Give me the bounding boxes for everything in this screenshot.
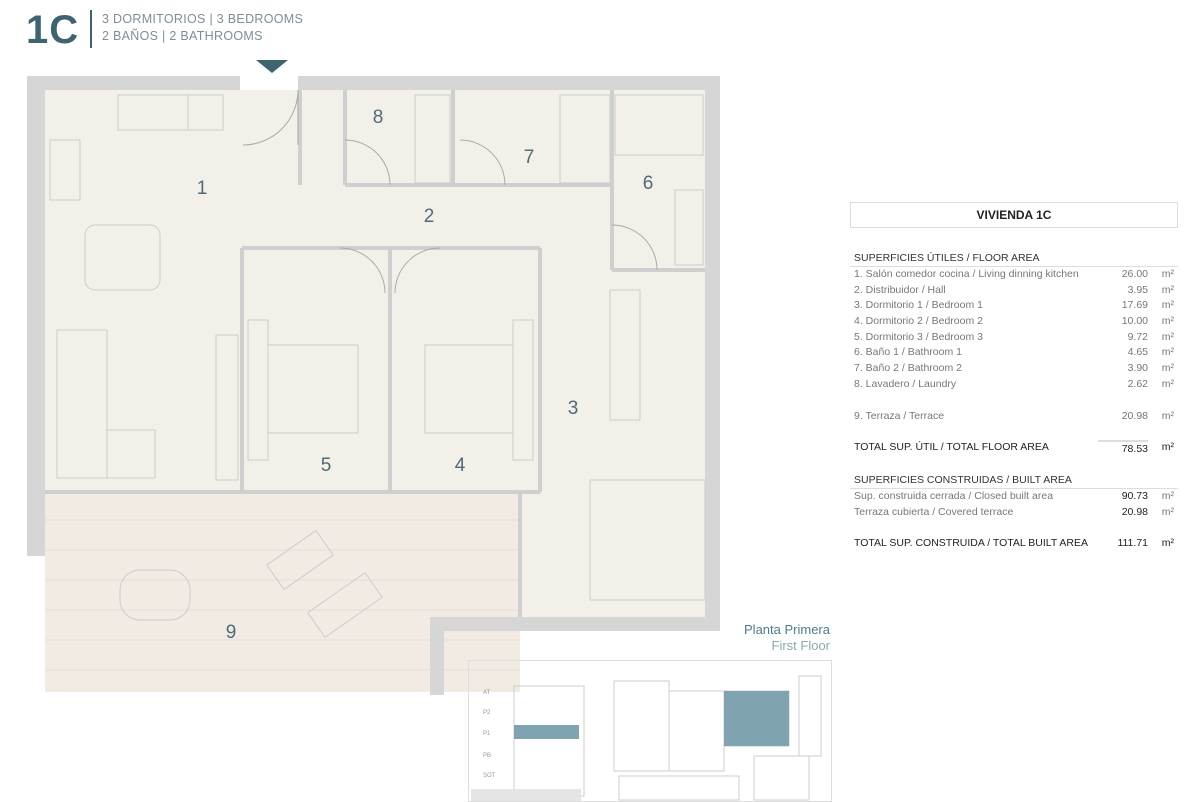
floor-name-en: First Floor <box>771 638 831 653</box>
row-value: 2.62 <box>1127 377 1148 390</box>
room-8-number: 8 <box>373 107 384 128</box>
room-7-number: 7 <box>524 147 535 168</box>
floor-area-row: 2. Distribuidor / Hall 3.95 m² <box>850 283 1178 299</box>
row-label: 4. Dormitorio 2 / Bedroom 2 <box>854 315 983 328</box>
row-unit: m² <box>1161 377 1174 390</box>
unit-code: 1C <box>26 8 80 52</box>
row-value: 9.72 <box>1127 330 1148 343</box>
room-2-number: 2 <box>424 206 435 227</box>
row-label: 7. Baño 2 / Bathroom 2 <box>854 362 962 375</box>
unit-highlight <box>724 691 789 746</box>
level-at: AT <box>483 690 491 696</box>
row-label: 5. Dormitorio 3 / Bedroom 3 <box>854 330 983 343</box>
row-unit: m² <box>1161 299 1174 312</box>
row-label: 3. Dormitorio 1 / Bedroom 1 <box>854 299 983 312</box>
row-label: 6. Baño 1 / Bathroom 1 <box>854 346 962 359</box>
bedrooms-label: 3 DORMITORIOS | 3 BEDROOMS <box>102 12 304 26</box>
floor-area-row: 5. Dormitorio 3 / Bedroom 3 9.72 m² <box>850 330 1178 346</box>
floor-plan: 1 2 3 4 5 6 7 8 9 <box>27 60 720 695</box>
level-sot: SOT <box>483 773 496 779</box>
floor-area-row: 8. Lavadero / Laundry 2.62 m² <box>850 377 1178 393</box>
level-pb: PB <box>483 753 491 759</box>
row-unit: m² <box>1161 362 1174 375</box>
room-3-number: 3 <box>568 398 579 419</box>
room-5-number: 5 <box>321 455 332 476</box>
total-built-row: TOTAL SUP. CONSTRUIDA / TOTAL BUILT AREA… <box>854 537 1174 550</box>
built-area-row: Terraza cubierta / Covered terrace 20.98 m… <box>850 505 1178 521</box>
row-label: 8. Lavadero / Laundry <box>854 377 957 390</box>
room-9-number: 9 <box>226 622 237 643</box>
key-plan: AT P2 P1 PB SOT <box>468 660 832 802</box>
floor-area-row: 3. Dormitorio 1 / Bedroom 1 17.69 m² <box>850 298 1178 314</box>
bathrooms-label: 2 BAÑOS | 2 BATHROOMS <box>102 29 263 43</box>
row-value: 4.65 <box>1127 346 1148 359</box>
row-unit: m² <box>1161 489 1174 502</box>
room-1-number: 1 <box>197 178 208 199</box>
floor-area-row: 1. Salón comedor cocina / Living dinning… <box>850 267 1178 283</box>
row-label: 1. Salón comedor cocina / Living dinning… <box>854 268 1079 280</box>
room-6-number: 6 <box>643 173 654 194</box>
total-floor-row: TOTAL SUP. ÚTIL / TOTAL FLOOR AREA 78.53… <box>854 440 1174 456</box>
floor-area-row: 7. Baño 2 / Bathroom 2 3.90 m² <box>850 361 1178 377</box>
terrace <box>45 492 520 692</box>
row-unit: m² <box>1161 283 1174 296</box>
row-value: 26.00 <box>1121 268 1148 280</box>
row-value: 3.95 <box>1127 283 1148 296</box>
terrace-row: 9. Terraza / Terrace 20.98 m² <box>854 409 1174 422</box>
entrance-arrow-icon <box>256 60 288 73</box>
row-value: 17.69 <box>1121 299 1148 312</box>
row-label: 2. Distribuidor / Hall <box>854 283 946 296</box>
table-title: VIVIENDA 1C <box>850 202 1178 228</box>
floor-area-heading: SUPERFICIES ÚTILES / FLOOR AREA <box>850 250 1178 267</box>
row-unit: m² <box>1161 346 1174 359</box>
floor-area-row: 4. Dormitorio 2 / Bedroom 2 10.00 m² <box>850 314 1178 330</box>
row-value: 3.90 <box>1127 362 1148 375</box>
row-unit: m² <box>1161 315 1174 328</box>
area-table: VIVIENDA 1C SUPERFICIES ÚTILES / FLOOR A… <box>850 202 1178 552</box>
row-label: Terraza cubierta / Covered terrace <box>854 505 1014 518</box>
row-unit: m² <box>1161 330 1174 343</box>
room-4-number: 4 <box>455 455 466 476</box>
row-unit: m² <box>1161 268 1174 280</box>
floor-name-es: Planta Primera <box>744 622 830 637</box>
floor-label: Planta Primera First Floor <box>744 622 830 654</box>
level-p1: P1 <box>483 731 491 737</box>
built-area-row: Sup. construida cerrada / Closed built a… <box>850 489 1178 505</box>
current-level-highlight <box>514 725 579 739</box>
row-label: Sup. construida cerrada / Closed built a… <box>854 489 1054 502</box>
header-divider <box>90 10 92 48</box>
level-p2: P2 <box>483 710 491 716</box>
row-value: 10.00 <box>1121 315 1148 328</box>
floor-area-row: 6. Baño 1 / Bathroom 1 4.65 m² <box>850 345 1178 361</box>
row-value: 90.73 <box>1121 489 1148 502</box>
built-area-heading: SUPERFICIES CONSTRUIDAS / BUILT AREA <box>850 472 1178 489</box>
row-unit: m² <box>1161 505 1174 518</box>
row-value: 20.98 <box>1121 505 1148 518</box>
